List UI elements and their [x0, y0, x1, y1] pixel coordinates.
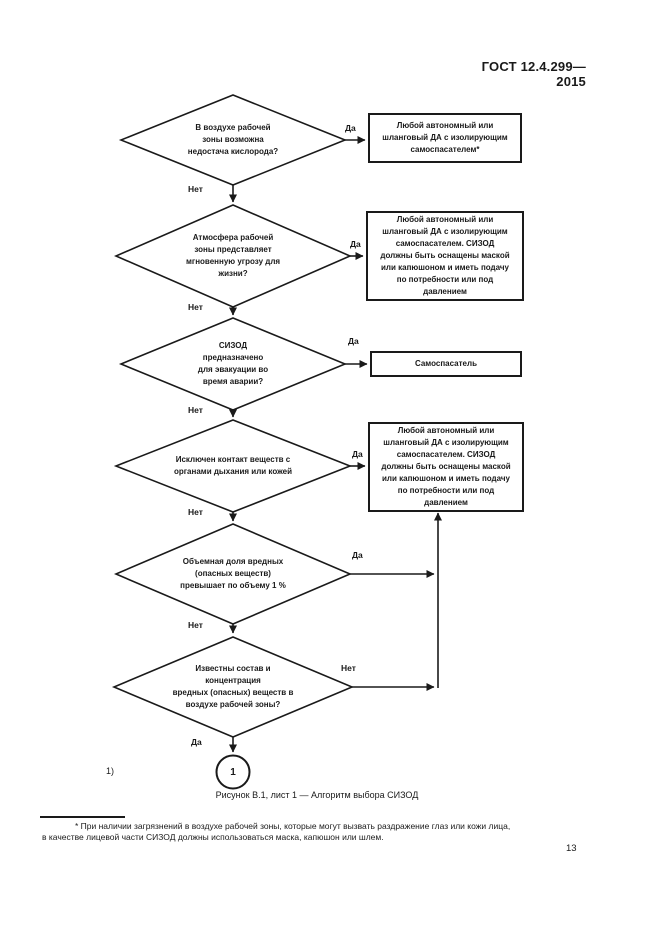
decision-3-text: СИЗОД предназначено для эвакуации во вре… — [197, 341, 269, 386]
decision-5-text: Объемная доля вредных (опасных веществ) … — [180, 557, 286, 590]
footnote-rule — [40, 816, 125, 818]
edge-label-yes-1: Да — [345, 123, 356, 133]
decision-4-text: Исключен контакт веществ с органами дыха… — [173, 455, 293, 476]
edge-label-no-1: Нет — [188, 184, 203, 194]
edge-label-yes-5: Да — [352, 550, 363, 560]
page-number: 13 — [566, 843, 577, 854]
note-reference: 1) — [106, 766, 115, 776]
edge-label-no-4: Нет — [188, 507, 203, 517]
action-box-1: Любой автономный или шланговый ДА с изол… — [368, 113, 522, 163]
edge-label-yes-3: Да — [348, 336, 359, 346]
action-box-3: Самоспасатель — [370, 351, 522, 377]
decision-6-text: Известны состав и концентрация вредных (… — [172, 664, 294, 709]
offpage-connector-circle — [215, 754, 251, 790]
edge-label-yes-6: Да — [191, 737, 202, 747]
edge-label-no-3: Нет — [188, 405, 203, 415]
offpage-connector-number: 1 — [230, 766, 236, 778]
figure-caption: Рисунок В.1, лист 1 — Алгоритм выбора СИ… — [215, 790, 419, 800]
edge-label-no-5: Нет — [188, 620, 203, 630]
edge-label-yes-2: Да — [350, 239, 361, 249]
action-box-2: Любой автономный или шланговый ДА с изол… — [366, 211, 524, 301]
action-box-4: Любой автономный или шланговый ДА с изол… — [368, 422, 524, 512]
edge-label-no-6: Нет — [341, 663, 356, 673]
footnote-line-1: * При наличии загрязнений в воздухе рабо… — [75, 821, 511, 831]
decision-1-text: В воздухе рабочей зоны возможна недостач… — [187, 123, 279, 156]
edge-label-yes-4: Да — [352, 449, 363, 459]
footnote-line-2: в качестве лицевой части СИЗОД должны ис… — [42, 832, 384, 842]
decision-2-text: Атмосфера рабочей зоны представляет мгно… — [185, 233, 281, 278]
edge-label-no-2: Нет — [188, 302, 203, 312]
standard-number-header: ГОСТ 12.4.299—2015 — [481, 59, 586, 89]
